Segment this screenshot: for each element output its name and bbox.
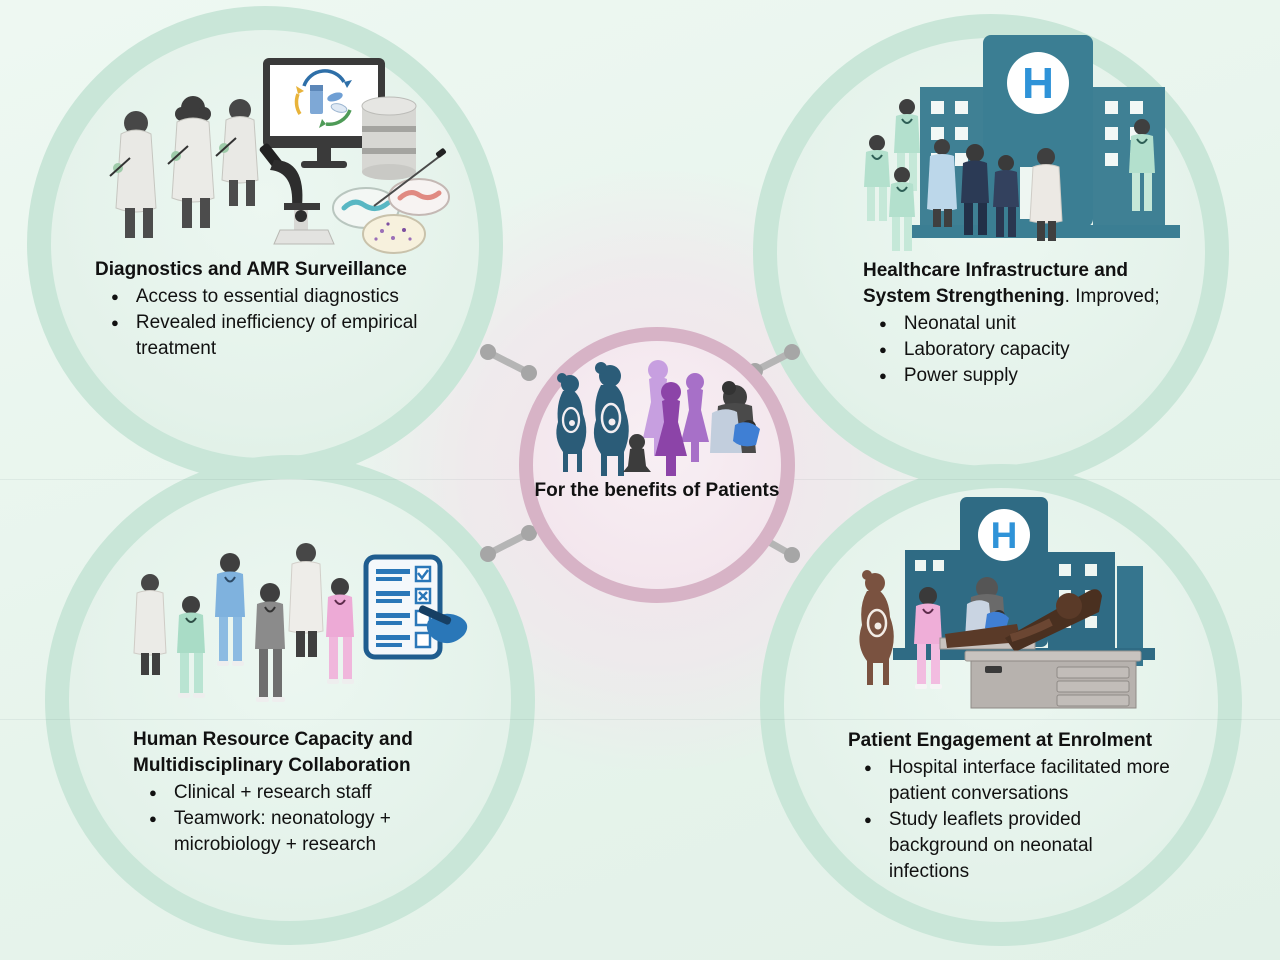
patient-enrolment-illustration: H [859,497,1155,709]
node-bullet-list: Hospital interface facilitated more pati… [848,755,1200,885]
patient-engagement-text-block: Patient Engagement at Enrolment Hospital… [848,728,1200,885]
node-bullet-list: Clinical + research staff Teamwork: neon… [133,780,455,858]
medicines-cycle-icon [294,69,352,128]
nurse-figure [864,135,890,221]
doctor-figure [1029,148,1063,241]
suit-figure [993,155,1019,237]
monitor-icon [263,58,385,168]
mother-holding-baby-icon [710,381,760,453]
bullet-item: Laboratory capacity [879,337,1187,363]
bullet-item: Revealed inefficiency of empirical treat… [111,310,447,362]
center-label: For the benefits of Patients [534,480,780,501]
pregnant-woman-teal-icon [593,362,629,476]
node-bullet-list: Neonatal unit Laboratory capacity Power … [863,311,1187,389]
bullet-item: Study leaflets provided background on ne… [864,807,1200,885]
doctor-figure [133,574,167,675]
nurse-figure [255,583,285,702]
woman-violet-icon [681,373,709,462]
bullet-item: Teamwork: neonatology + microbiology + r… [149,806,455,858]
scientist-figure [167,96,215,228]
petri-dish-icon [388,178,450,216]
nurse-figure [889,167,915,251]
nurse-figure [215,553,245,666]
scientist-figure [215,99,259,206]
scientist-figure [109,111,157,238]
nurse-figure [914,587,942,689]
nurse-figure [177,596,205,698]
human-resource-text-block: Human Resource Capacity and Multidiscipl… [133,727,455,858]
diagnostics-text-block: Diagnostics and AMR Surveillance Access … [95,257,447,362]
node-title: Diagnostics and AMR Surveillance [95,259,407,280]
microscope-icon [259,143,335,245]
nurse-figure [326,578,354,684]
hand-with-pen-icon [418,605,468,644]
node-title: Healthcare Infrastructure and System Str… [863,260,1160,307]
hospital-letter: H [1022,59,1054,108]
infrastructure-text-block: Healthcare Infrastructure and System Str… [863,258,1187,389]
pregnant-woman-icon [859,570,894,685]
bullet-item: Power supply [879,363,1187,389]
doctor-figure [288,543,324,657]
bullet-item: Neonatal unit [879,311,1187,337]
doctor-figure [927,139,957,227]
toddler-icon [623,434,651,472]
hospital-staff-illustration: H [864,35,1180,251]
node-title: Human Resource Capacity and Multidiscipl… [133,729,413,776]
node-bullet-list: Access to essential diagnostics Revealed… [95,284,447,362]
woman-purple-icon [655,382,687,476]
bullet-item: Access to essential diagnostics [111,284,447,310]
bullet-item: Hospital interface facilitated more pati… [864,755,1200,807]
image-seam [0,719,1280,720]
nurse-figure [1129,119,1155,211]
team-checklist-illustration [133,543,468,702]
suit-figure [961,144,989,235]
diagnostics-lab-illustration [109,58,450,254]
pregnant-woman-teal-icon [556,373,587,472]
inoculation-needle-icon [373,148,446,207]
checklist-icon [363,554,468,660]
exam-table-cabinet-icon [964,650,1142,709]
bullet-item: Clinical + research staff [149,780,455,806]
hospital-letter: H [991,515,1018,556]
database-icon [361,96,417,180]
node-title: Patient Engagement at Enrolment [848,730,1153,751]
patients-group-illustration [556,360,760,476]
exam-chair-patient-icon [939,589,1102,652]
petri-dish-icon [362,214,426,254]
